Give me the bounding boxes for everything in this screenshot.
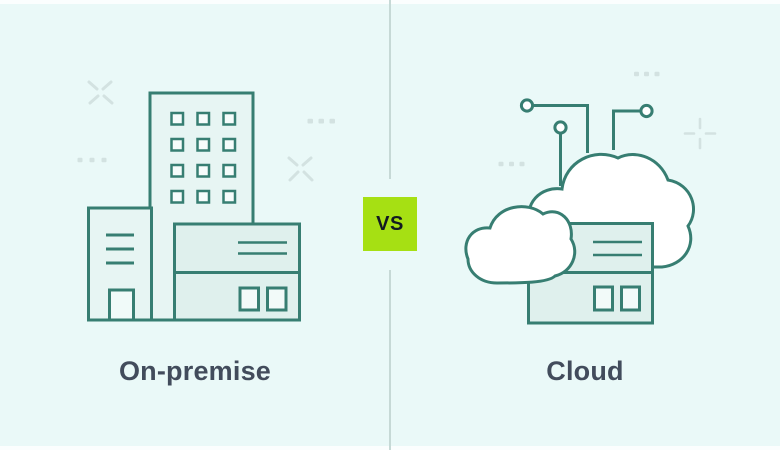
circuit-lines <box>519 98 654 186</box>
vs-badge-label: VS <box>376 212 404 235</box>
vertical-divider-lower <box>389 270 391 450</box>
vertical-divider-upper <box>389 0 391 179</box>
on-premise-label: On-premise <box>118 356 272 386</box>
circuit-node <box>553 120 568 135</box>
side-building-lines <box>106 233 134 265</box>
x-sparkle-icon <box>87 80 114 105</box>
server-port <box>593 285 614 312</box>
small-cloud <box>464 205 577 285</box>
cloud-illustration <box>464 98 695 325</box>
dots-icon <box>498 161 525 167</box>
building-windows <box>170 111 237 204</box>
circuit-node <box>639 103 654 119</box>
dots-icon <box>77 157 107 163</box>
server-port <box>620 285 641 312</box>
on-premise-server <box>173 222 301 322</box>
building-door <box>108 288 135 322</box>
x-sparkle-icon <box>287 156 314 182</box>
dots-icon <box>634 71 660 77</box>
decorations <box>77 71 717 182</box>
server-port <box>238 286 260 312</box>
dots-icon <box>307 118 335 124</box>
server-port <box>266 286 288 312</box>
circuit-node <box>519 98 535 113</box>
on-premise-illustration <box>87 91 301 322</box>
vs-badge: VS <box>363 197 417 251</box>
plus-sparkle-icon <box>683 117 717 150</box>
cloud-label: Cloud <box>546 356 624 386</box>
